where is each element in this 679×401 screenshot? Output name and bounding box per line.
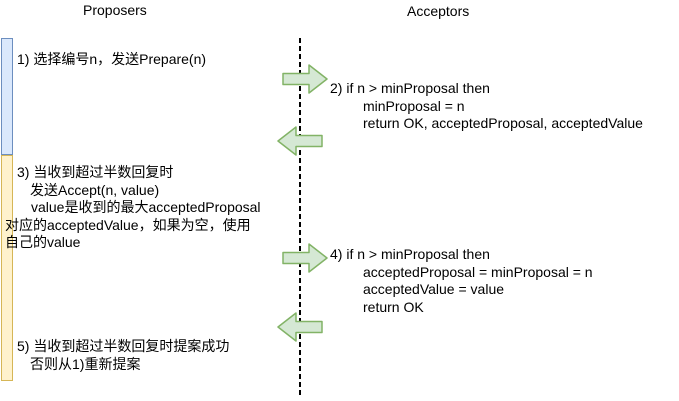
- step3-line: value是收到的最大acceptedProposal: [31, 199, 261, 215]
- step2-line: minProposal = n: [363, 97, 465, 114]
- accept-response-arrow-icon: [277, 312, 323, 342]
- step1-line: 1) 选择编号n，发送Prepare(n): [17, 51, 207, 67]
- step3-line: 3) 当收到超过半数回复时: [17, 164, 174, 180]
- prepare-response-arrow-icon: [277, 126, 323, 156]
- step3-accept-text: 3) 当收到超过半数回复时 发送Accept(n, value) value是收…: [0, 164, 261, 252]
- step5-line: 5) 当收到超过半数回复时提案成功: [17, 338, 230, 354]
- step2-line: return OK, acceptedProposal, acceptedVal…: [363, 115, 643, 131]
- step3-line: 自己的value: [5, 234, 81, 250]
- step3-line: 对应的acceptedValue，如果为空，使用: [5, 216, 251, 233]
- step1-prepare-text: 1) 选择编号n，发送Prepare(n): [17, 51, 206, 69]
- prepare-request-arrow-icon: [282, 64, 328, 94]
- step4-line: 4) if n > minProposal then: [330, 246, 490, 262]
- step3-line: 发送Accept(n, value): [30, 181, 160, 198]
- step4-line: return OK: [363, 298, 424, 315]
- proposers-header: Proposers: [83, 2, 147, 18]
- proposer-phase2-bar: [1, 155, 13, 381]
- step2-prepare-handler-text: 2) if n > minProposal then minProposal =…: [330, 80, 643, 133]
- acceptor-lifeline: [299, 38, 301, 397]
- step4-accept-handler-text: 4) if n > minProposal then acceptedPropo…: [330, 246, 593, 316]
- accept-request-arrow-icon: [282, 243, 328, 273]
- step4-line: acceptedValue = value: [363, 281, 505, 297]
- proposer-phase1-bar: [1, 38, 13, 155]
- step5-result-text: 5) 当收到超过半数回复时提案成功 否则从1)重新提案: [0, 338, 229, 373]
- step5-line: 否则从1)重新提案: [30, 355, 141, 372]
- step2-line: 2) if n > minProposal then: [330, 80, 490, 96]
- step4-line: acceptedProposal = minProposal = n: [363, 263, 593, 280]
- acceptors-header: Acceptors: [407, 3, 470, 19]
